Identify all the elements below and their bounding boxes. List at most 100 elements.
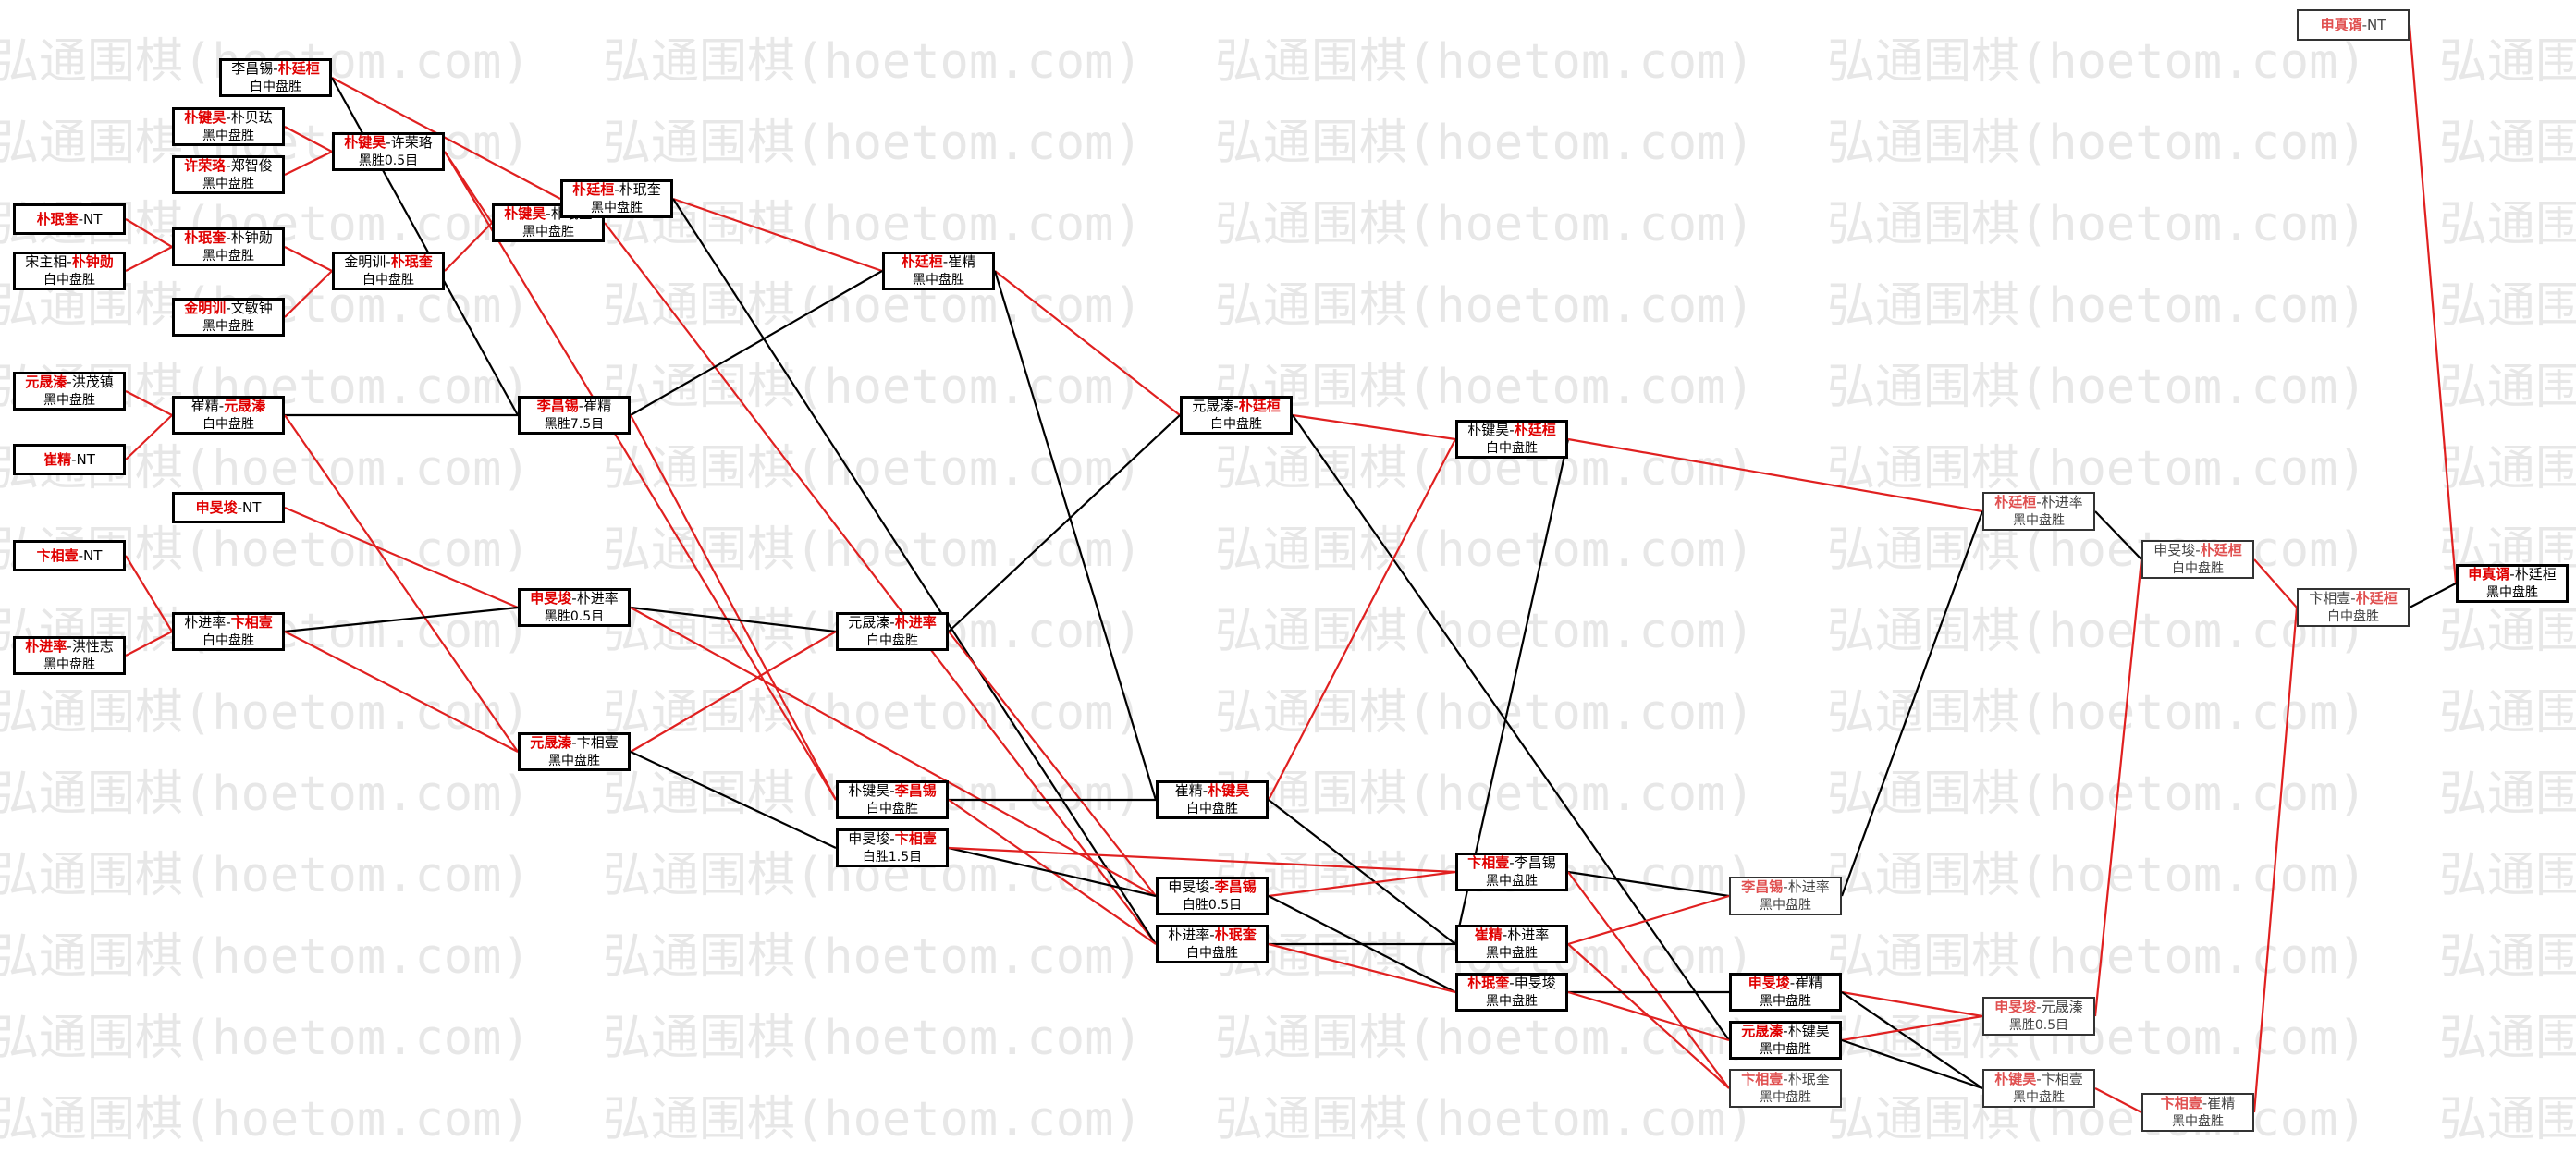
game-result: 黑中盘胜 [1486,994,1538,1009]
player-black: 元晟溱 [25,374,67,390]
game-result: 白中盘胜 [2327,609,2379,624]
game-node: 朴键昊-许荣珞黑胜0.5目 [332,132,445,171]
game-node: 申旻埈-卞相壹白胜1.5目 [836,828,949,867]
player-black: 申旻埈 [530,590,572,607]
versus-separator: - [67,374,72,390]
game-node: 许荣珞-郑智俊黑中盘胜 [172,155,285,194]
game-node: 朴进率-朴珉奎白中盘胜 [1156,925,1269,963]
game-node: 元晟溱-朴键昊黑中盘胜 [1729,1021,1842,1060]
versus-separator: - [2195,542,2201,558]
player-white: 朴进率 [894,614,937,631]
game-node: 申旻埈-朴廷桓白中盘胜 [2141,540,2254,579]
player-white: NT [2367,17,2386,33]
game-node: 卞相壹-李昌锡黑中盘胜 [1455,853,1568,891]
game-players: 许荣珞-郑智俊 [184,158,272,175]
game-node: 元晟溱-朴廷桓白中盘胜 [1180,396,1293,435]
player-white: 崔精 [1795,975,1823,991]
player-white: 卞相壹 [576,734,619,751]
game-players: 崔精-元晟溱 [191,399,265,415]
game-players: 崔精-朴进率 [1475,927,1549,944]
player-black: 李昌锡 [1741,878,1784,895]
game-players: 朴珉奎-NT [37,210,103,228]
game-players: 朴廷桓-朴进率 [1994,494,2082,511]
player-black: 卞相壹 [1467,854,1510,871]
game-result: 白中盘胜 [2172,561,2224,576]
versus-separator: - [1209,927,1215,943]
game-node: 朴廷桓-崔精黑中盘胜 [882,252,995,290]
game-players: 元晟溱-洪茂镇 [25,374,113,391]
player-black: 申真谞 [2320,17,2362,33]
game-node: 金明训-朴珉奎白中盘胜 [332,252,445,290]
game-result: 黑中盘胜 [1760,898,1811,913]
game-players: 卞相壹-NT [37,546,103,565]
game-result: 黑中盘胜 [522,225,574,239]
game-players: 元晟溱-朴进率 [848,614,937,632]
player-black: 朴珉奎 [36,211,79,227]
versus-separator: - [2202,1095,2208,1111]
player-white: 崔精 [948,253,976,270]
player-black: 崔精 [43,451,72,468]
game-node: 宋主相-朴钟勋白中盘胜 [13,252,126,290]
player-white: NT [83,211,103,227]
player-white: NT [83,547,103,564]
player-black: 朴键昊 [344,134,386,151]
game-players: 申旻埈-卞相壹 [848,831,936,848]
game-node: 朴键昊-卞相壹黑中盘胜 [1982,1069,2095,1108]
player-black: 朴廷桓 [572,181,615,198]
game-result: 黑中盘胜 [1486,874,1538,889]
versus-separator: - [71,451,77,468]
player-black: 朴廷桓 [1994,494,2037,510]
game-result: 白中盘胜 [43,273,95,288]
game-result: 黑中盘胜 [591,201,643,215]
game-result: 白中盘胜 [362,273,414,288]
game-players: 卞相壹-朴珉奎 [1741,1071,1829,1088]
player-black: 朴键昊 [848,782,890,799]
versus-separator: - [226,614,231,631]
game-result: 白胜0.5目 [1182,898,1243,913]
game-players: 金明训-朴珉奎 [344,253,433,271]
game-players: 申旻埈-元晟溱 [1994,999,2083,1016]
player-black: 元晟溱 [1741,1023,1784,1039]
game-players: 朴键昊-朴廷桓 [1467,422,1555,439]
game-players: 李昌锡-朴进率 [1741,878,1829,896]
game-node: 卞相壹-崔精黑中盘胜 [2141,1093,2254,1132]
player-white: 元晟溱 [2041,999,2083,1015]
versus-separator: - [2509,566,2515,583]
player-black: 元晟溱 [848,614,890,631]
versus-separator: - [67,253,72,270]
player-white: NT [76,451,95,468]
game-result: 白中盘胜 [250,80,301,94]
player-black: 朴键昊 [1994,1071,2037,1087]
game-node: 朴进率-卞相壹白中盘胜 [172,612,285,651]
player-black: 卞相壹 [2160,1095,2202,1111]
player-white: 朴进率 [1787,878,1830,895]
game-node: 申真谞-朴廷桓黑中盘胜 [2456,564,2569,603]
versus-separator: - [226,109,231,126]
player-white: 朴廷桓 [2355,590,2398,607]
game-result: 黑中盘胜 [2172,1114,2224,1129]
game-node: 朴键昊-朴廷桓白中盘胜 [1455,420,1568,459]
player-white: 朴进率 [576,590,619,607]
player-white: 申旻埈 [1514,975,1556,991]
player-white: 朴钟勋 [230,229,273,246]
player-white: 朴珉奎 [390,253,433,270]
game-node: 申旻埈-元晟溱黑胜0.5目 [1982,997,2095,1036]
versus-separator: - [1233,398,1239,414]
player-white: 朴贝珐 [230,109,273,126]
player-black: 李昌锡 [536,398,579,414]
player-black: 申旻埈 [2153,542,2196,558]
versus-separator: - [2036,494,2042,510]
game-node: 申旻埈-崔精黑中盘胜 [1729,973,1842,1012]
game-result: 黑中盘胜 [202,249,254,264]
player-black: 朴键昊 [1467,422,1510,438]
game-result: 黑中盘胜 [43,657,95,672]
game-result: 白中盘胜 [866,633,918,648]
game-players: 卞相壹-崔精 [2160,1095,2235,1112]
game-result: 黑胜0.5目 [544,609,605,624]
game-players: 申旻埈-李昌锡 [1168,879,1256,896]
game-node: 卞相壹-朴珉奎黑中盘胜 [1729,1069,1842,1108]
game-node: 李昌锡-崔精黑胜7.5目 [518,396,631,435]
versus-separator: - [1783,878,1788,895]
game-result: 白中盘胜 [1186,802,1238,816]
player-white: 朴珉奎 [1214,927,1257,943]
